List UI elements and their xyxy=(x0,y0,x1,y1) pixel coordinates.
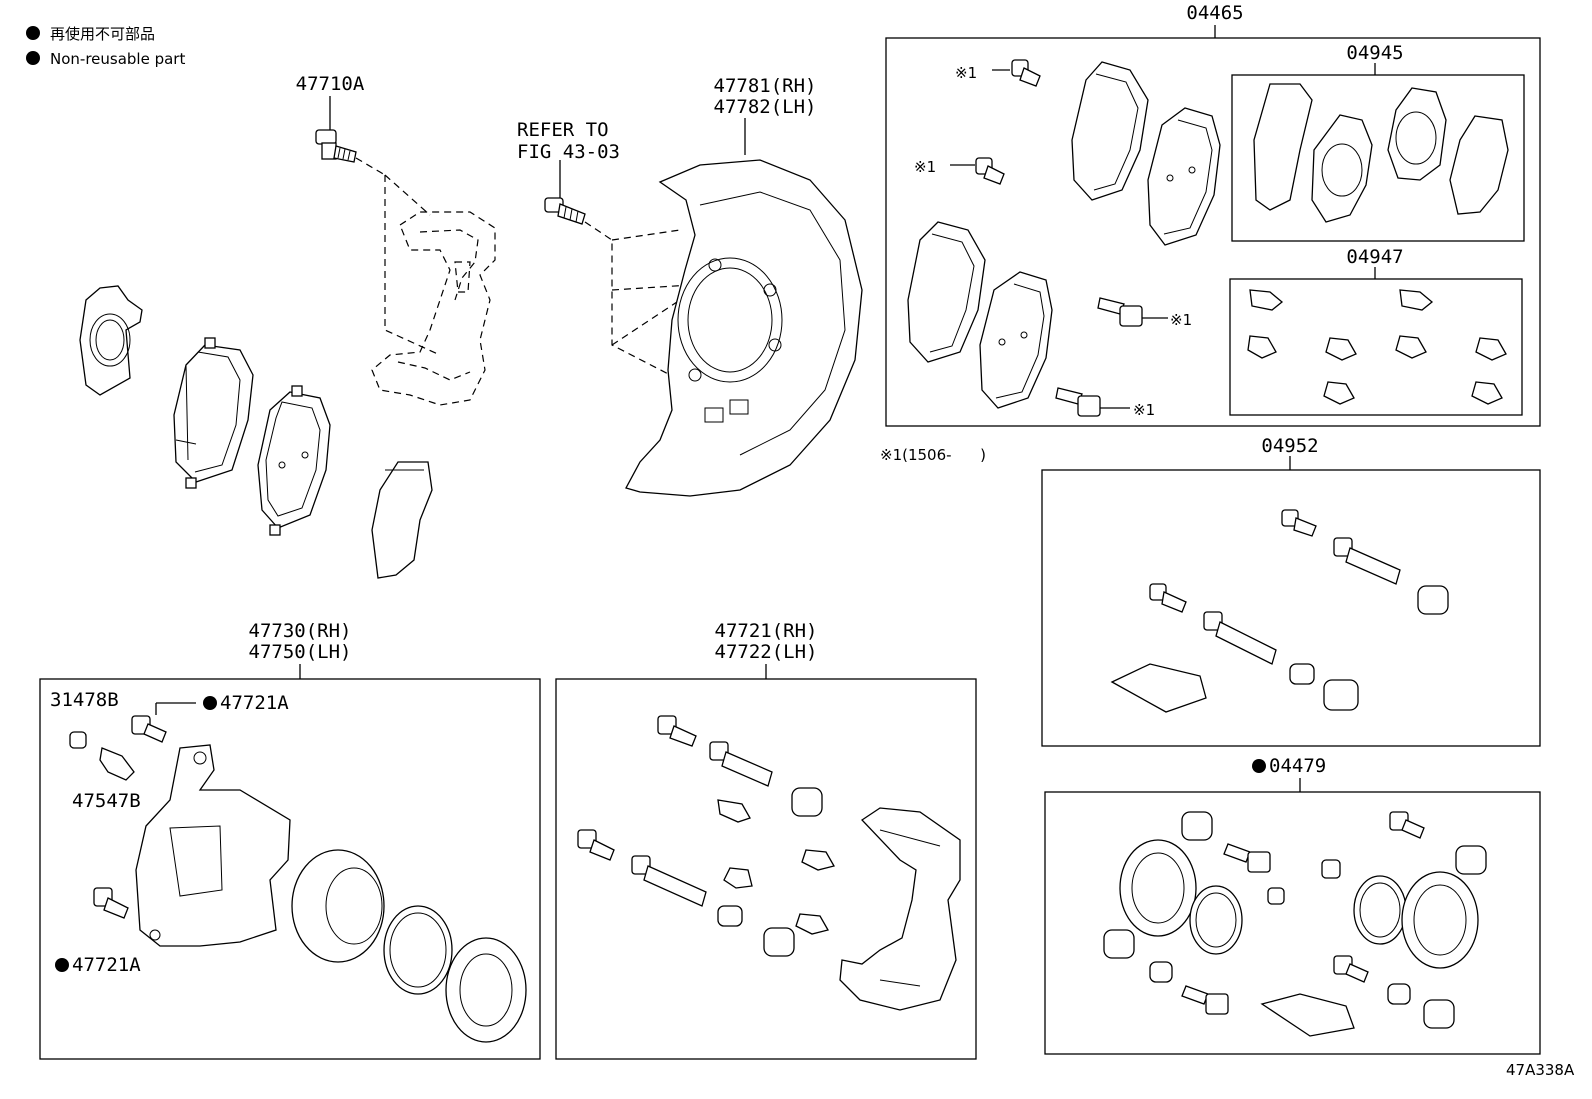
box-04465 xyxy=(885,37,1541,427)
box-47730 xyxy=(39,678,541,1060)
label-refer-1: REFER TO xyxy=(517,119,609,141)
clips-04947 xyxy=(1247,289,1507,405)
label-47782[interactable]: 47782(LH) xyxy=(713,96,817,118)
label-47547B[interactable]: 47547B xyxy=(72,790,141,812)
figure-code: 47A338A xyxy=(1506,1061,1575,1079)
label-47750[interactable]: 47750(LH) xyxy=(248,641,352,663)
label-04945[interactable]: 04945 xyxy=(1346,42,1404,64)
shim-left xyxy=(79,285,143,396)
label-47721A-bottom[interactable]: 47721A xyxy=(55,955,141,975)
kit-04479 xyxy=(1103,811,1487,1037)
pad-04465-2 xyxy=(1147,107,1221,246)
bolt-x1-c xyxy=(1097,297,1143,327)
kit-04952 xyxy=(1110,509,1449,713)
brake-pad-left-2 xyxy=(257,385,331,536)
caliper-bracket-ghost xyxy=(371,211,496,406)
label-47730[interactable]: 47730(RH) xyxy=(248,620,352,642)
box-04952 xyxy=(1041,469,1541,747)
shims-04945 xyxy=(1253,83,1509,223)
note-x1-d: ※1 xyxy=(1133,401,1156,419)
bolt-x1-b xyxy=(975,157,1005,185)
pad-04465-3 xyxy=(907,221,986,363)
box-04947 xyxy=(1229,278,1523,416)
label-47710A[interactable]: 47710A xyxy=(295,73,365,95)
label-04952[interactable]: 04952 xyxy=(1261,435,1319,457)
pad-04465-4 xyxy=(979,271,1053,409)
brake-pad-left-1 xyxy=(173,337,254,489)
legend-text-en: Non-reusable part xyxy=(50,50,186,68)
label-47721A-top[interactable]: 47721A xyxy=(203,693,289,713)
dust-shield xyxy=(625,159,863,497)
legend-text-jp: 再使用不可部品 xyxy=(50,25,156,43)
caliper-47730 xyxy=(69,702,527,1043)
bolt-x1-a xyxy=(1011,59,1041,87)
label-04479[interactable]: 04479 xyxy=(1252,756,1326,776)
pad-04465-1 xyxy=(1071,61,1149,201)
note-x1-a: ※1 xyxy=(955,64,978,82)
label-04947[interactable]: 04947 xyxy=(1346,246,1404,268)
caliper-bracket-47721 xyxy=(577,715,961,1011)
label-refer-2: FIG 43-03 xyxy=(517,141,620,163)
anti-squeal-shim xyxy=(371,461,433,579)
box-04479 xyxy=(1044,791,1541,1055)
note-x1-b: ※1 xyxy=(914,158,937,176)
note-x1-range: ※1(1506- ) xyxy=(880,446,987,464)
label-47721-rh[interactable]: 47721(RH) xyxy=(714,620,818,642)
bolt-x1-d xyxy=(1055,387,1101,417)
note-x1-c: ※1 xyxy=(1170,311,1193,329)
label-04465[interactable]: 04465 xyxy=(1186,2,1244,24)
legend-dot-icon xyxy=(26,26,40,40)
legend-dot-icon xyxy=(26,51,40,65)
label-31478B[interactable]: 31478B xyxy=(50,689,119,711)
box-04945 xyxy=(1231,74,1525,242)
label-47781[interactable]: 47781(RH) xyxy=(713,75,817,97)
bolt-refer xyxy=(544,197,586,225)
bolt-47710A xyxy=(315,129,357,163)
label-47722-lh[interactable]: 47722(LH) xyxy=(714,641,818,663)
